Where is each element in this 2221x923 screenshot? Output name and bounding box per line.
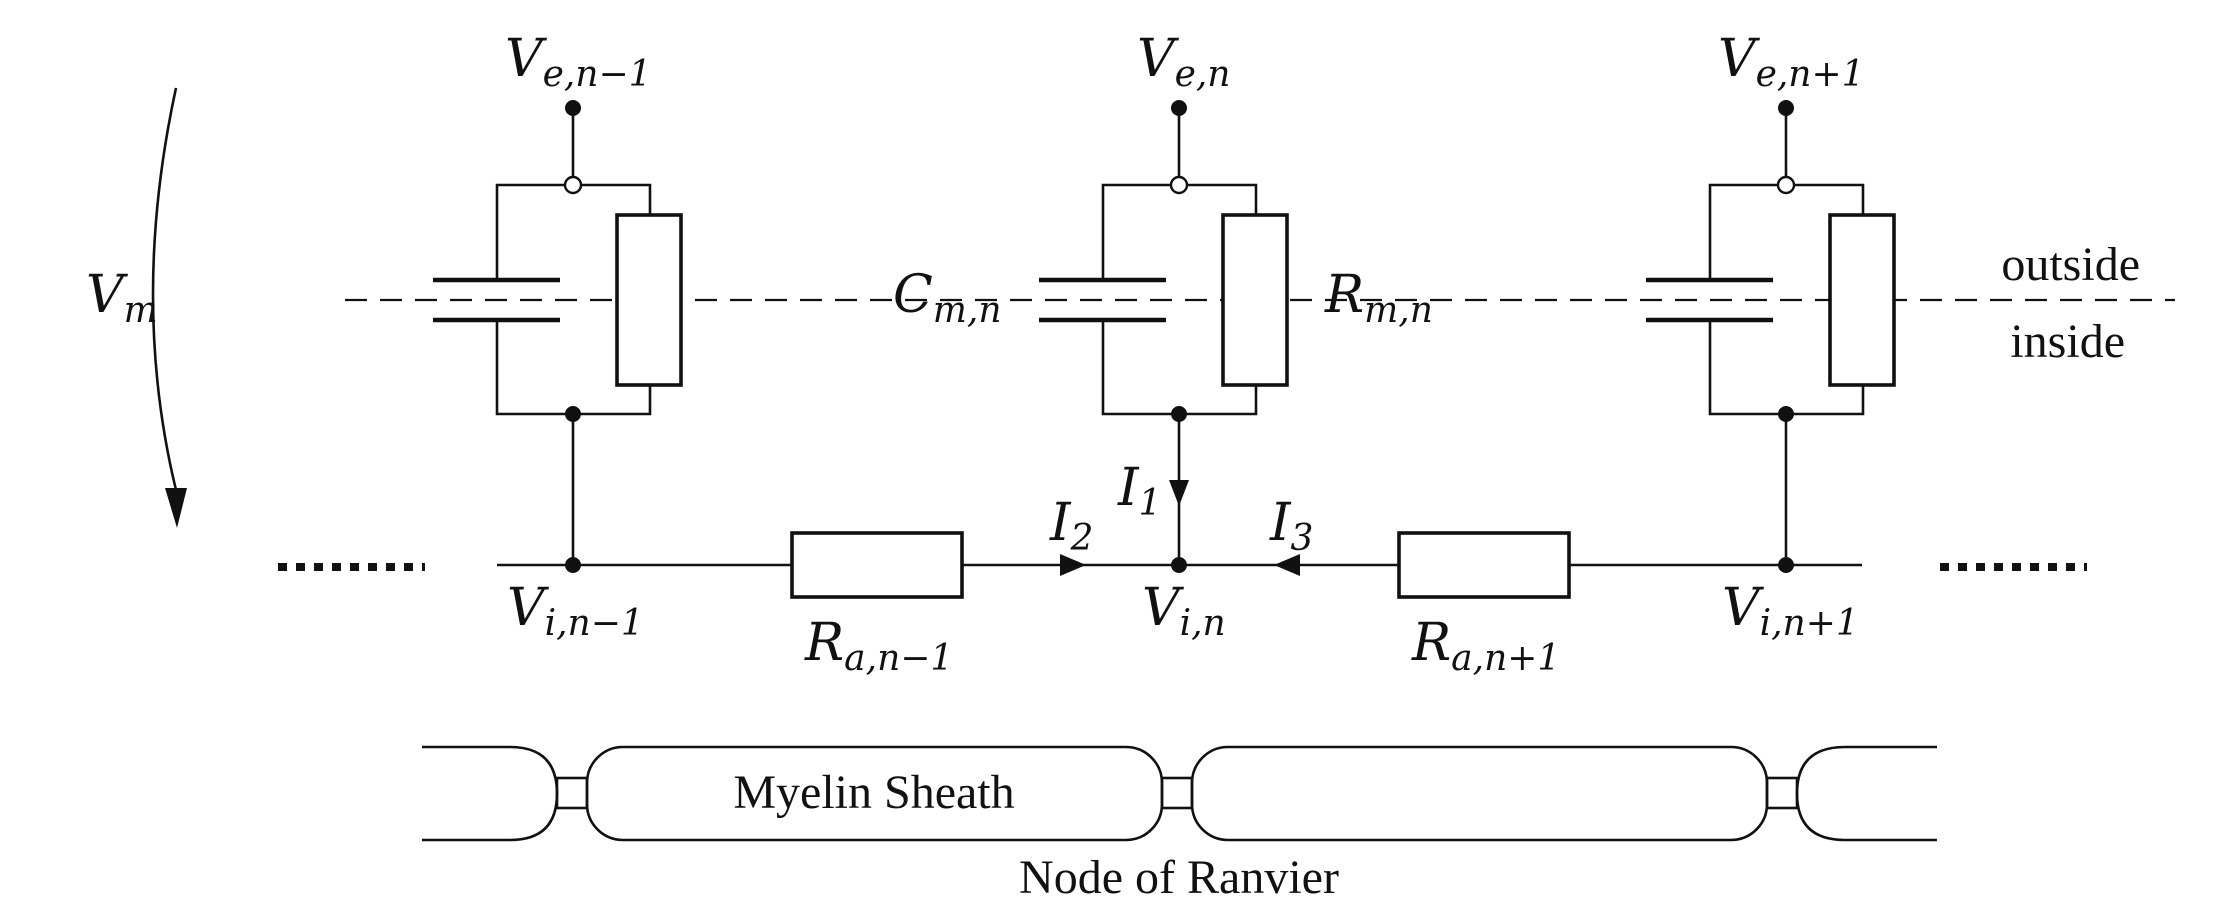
terminal-ve-prev <box>565 100 581 116</box>
open-terminal-prev <box>563 175 583 195</box>
current-arrow-i1 <box>1169 480 1189 506</box>
label-i3: I3 <box>1269 493 1313 559</box>
node-of-ranvier-gap <box>1160 776 1194 810</box>
label-cm: Cm,n <box>893 265 1002 331</box>
axial-resistor-prev <box>790 531 964 599</box>
label-ra-prev: Ra,n−1 <box>804 613 953 679</box>
label-outside: outside <box>2001 238 2140 291</box>
terminal-ve-n <box>1171 100 1187 116</box>
terminal-ve-next <box>1778 100 1794 116</box>
label-vi-next: Vi,n+1 <box>1722 578 1859 644</box>
node-of-ranvier-gap <box>1765 776 1799 810</box>
label-vm: Vm <box>86 265 158 331</box>
label-ve-next: Ve,n+1 <box>1718 29 1865 95</box>
node-next <box>1646 100 1896 573</box>
membrane-resistor-prev <box>615 213 683 387</box>
myelin-segment-right <box>1190 745 1769 842</box>
label-inside: inside <box>2010 315 2125 368</box>
axial-resistor-next <box>1397 531 1571 599</box>
label-myelin-sheath: Myelin Sheath <box>733 766 1014 819</box>
label-rm: Rm,n <box>1324 265 1433 331</box>
node-of-ranvier-gap <box>555 776 589 810</box>
membrane-resistor-next <box>1828 213 1896 387</box>
current-arrow-i2 <box>1060 554 1086 576</box>
membrane-resistor-n <box>1221 213 1289 387</box>
node-prev <box>433 100 683 573</box>
node-n <box>1039 100 1289 573</box>
vm-arrow <box>151 87 178 491</box>
label-ve-n: Ve,n <box>1137 29 1231 95</box>
axon-drawing <box>422 745 1937 842</box>
label-ra-next: Ra,n+1 <box>1411 613 1560 679</box>
label-vi-prev: Vi,n−1 <box>507 578 644 644</box>
open-terminal-n <box>1169 175 1189 195</box>
open-terminal-next <box>1776 175 1796 195</box>
label-i1: I1 <box>1117 458 1161 524</box>
vm-arrowhead <box>165 488 187 528</box>
label-ve-prev: Ve,n−1 <box>505 29 652 95</box>
label-node-of-ranvier: Node of Ranvier <box>1019 851 1339 904</box>
label-vi-n: Vi,n <box>1142 578 1226 644</box>
label-i2: I2 <box>1049 493 1093 559</box>
current-arrow-i3 <box>1274 554 1300 576</box>
